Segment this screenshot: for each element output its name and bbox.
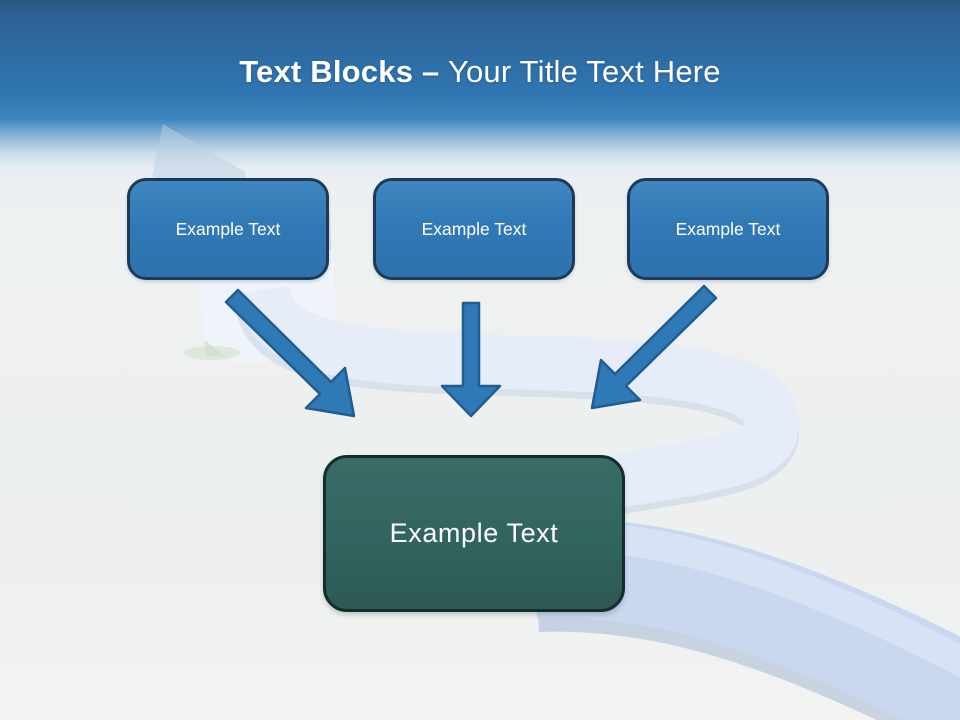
connector-arrow-middle bbox=[440, 301, 502, 418]
connector-arrow-left bbox=[224, 288, 356, 418]
road-grass-tinge bbox=[184, 346, 240, 360]
text-block-1: Example Text bbox=[127, 178, 329, 280]
result-block-label: Example Text bbox=[389, 518, 559, 548]
text-block-2-label: Example Text bbox=[421, 218, 527, 239]
text-block-3: Example Text bbox=[627, 178, 829, 280]
connector-arrow-right bbox=[590, 284, 718, 410]
title-bold-text: Text Blocks bbox=[239, 54, 414, 89]
title-separator: – bbox=[421, 54, 440, 89]
text-block-3-label: Example Text bbox=[675, 218, 781, 239]
road-s-curve-surface bbox=[235, 283, 800, 524]
title-regular-text: Your Title Text Here bbox=[447, 54, 721, 89]
text-block-2: Example Text bbox=[373, 178, 575, 280]
page-title: Text Blocks–Your Title Text Here bbox=[0, 54, 960, 90]
text-block-1-label: Example Text bbox=[175, 218, 281, 239]
result-block: Example Text bbox=[323, 455, 625, 612]
